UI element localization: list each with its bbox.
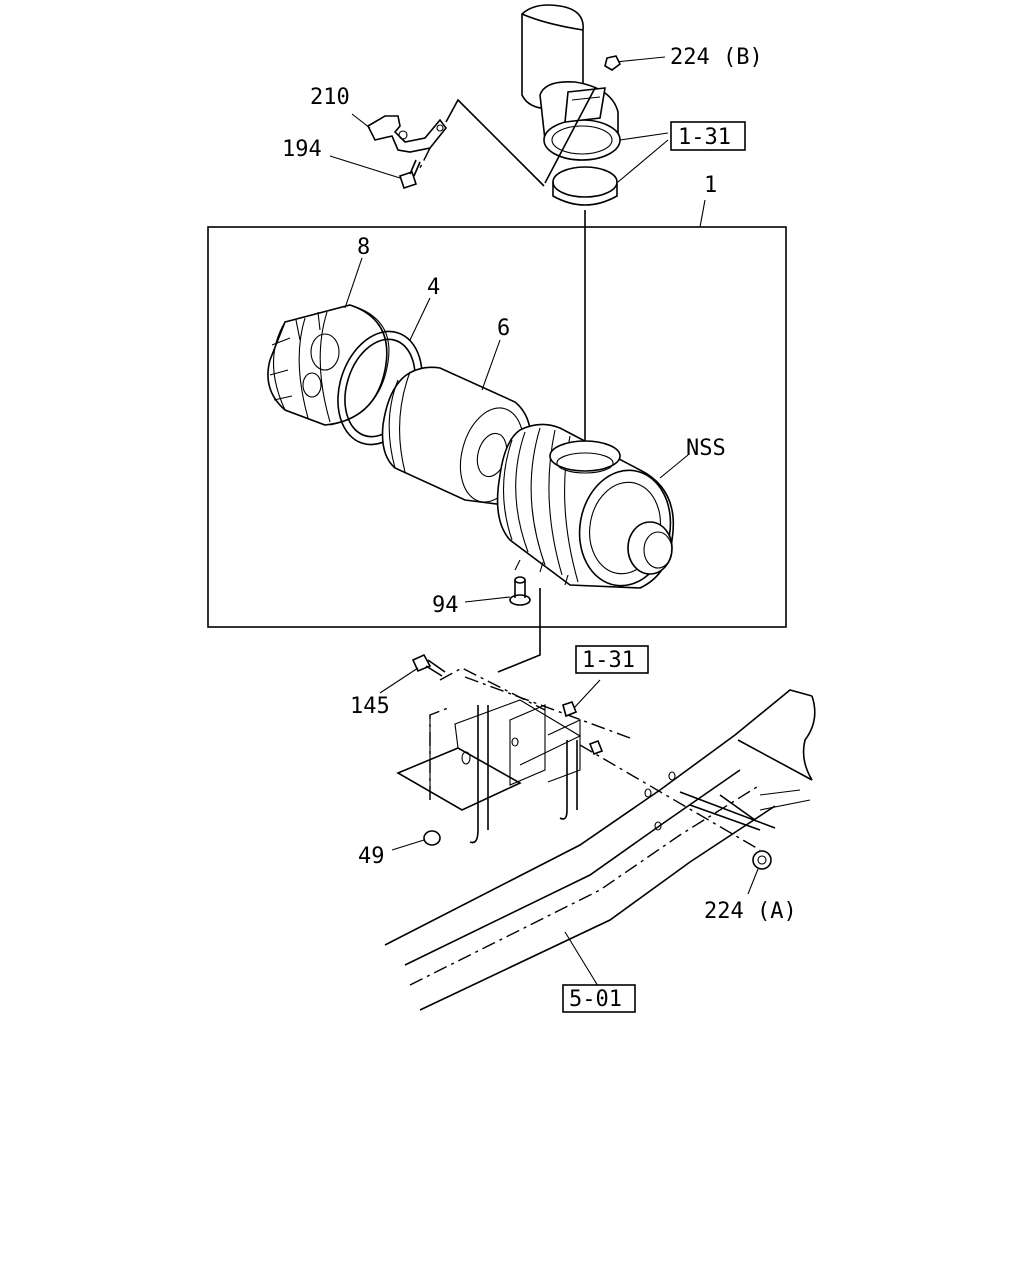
label-6: 6	[497, 316, 510, 341]
label-49: 49	[358, 844, 385, 869]
bracket-210	[366, 115, 448, 153]
bolt-194	[398, 159, 421, 190]
ref-box-5-01	[562, 984, 636, 1013]
label-ref-1-31-mid: 1-31	[582, 648, 635, 673]
cleaner-body	[496, 423, 675, 589]
frame-rail	[384, 689, 816, 1011]
label-224a: 224 (A)	[704, 899, 797, 924]
cover-8	[267, 304, 390, 426]
mounting-bracket	[396, 699, 582, 844]
label-ref-1-31-top: 1-31	[678, 125, 731, 150]
label-224b: 224 (B)	[670, 45, 763, 70]
assembly-box	[207, 226, 787, 628]
bolt-145	[411, 653, 446, 677]
label-145: 145	[350, 694, 390, 719]
label-94: 94	[432, 593, 459, 618]
label-1: 1	[704, 173, 717, 198]
label-ref-5-01: 5-01	[569, 987, 622, 1012]
label-nss: NSS	[686, 436, 726, 461]
stud-94	[509, 576, 531, 606]
label-8: 8	[357, 235, 370, 260]
label-210: 210	[310, 85, 350, 110]
nut-49	[423, 830, 441, 846]
label-4: 4	[427, 275, 440, 300]
nut-224a	[752, 850, 772, 870]
ref-box-1-31-top	[670, 121, 746, 151]
ref-box-1-31-mid	[575, 645, 649, 674]
intake-duct	[521, 4, 621, 206]
label-194: 194	[282, 137, 322, 162]
